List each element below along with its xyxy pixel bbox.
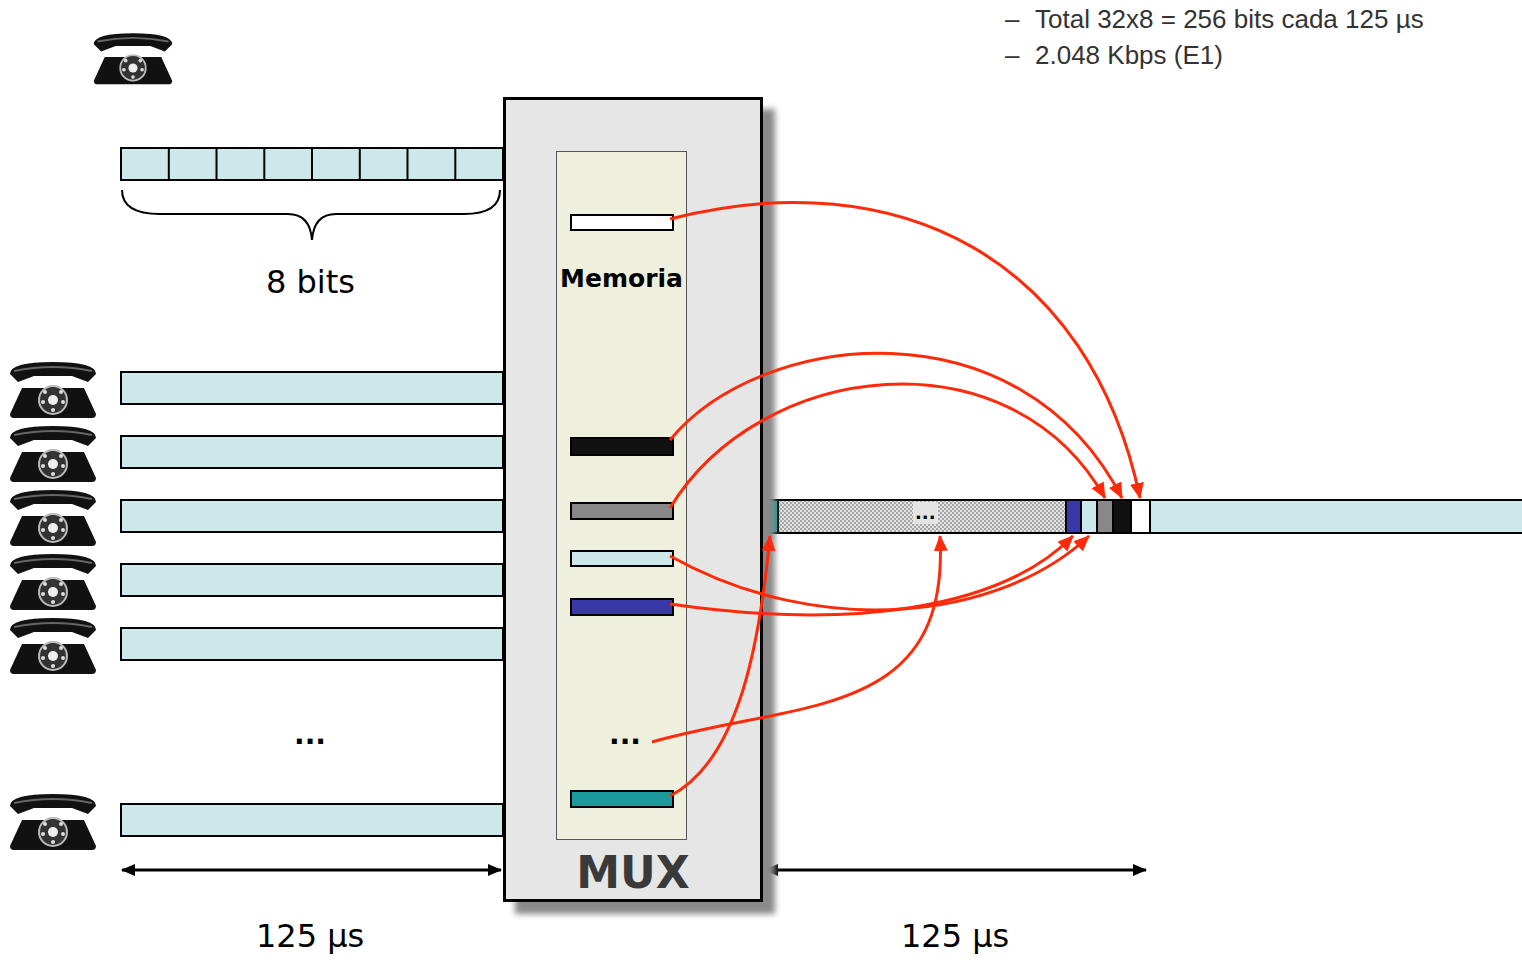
mux-label: MUX — [506, 850, 760, 896]
slot-arrow — [670, 536, 1073, 615]
slot-arrow — [670, 536, 1089, 610]
memory-label: Memoria — [557, 264, 686, 294]
bits-label: 8 bits — [266, 263, 355, 301]
output-line — [763, 500, 1522, 533]
bullet-text: 2.048 Kbps (E1) — [1035, 40, 1223, 71]
input-lines — [121, 148, 503, 836]
mux-box: MUX Memoria — [503, 97, 763, 902]
slot-arrow — [670, 536, 770, 796]
ellipsis: ... — [913, 502, 938, 524]
slot-arrow — [670, 384, 1105, 508]
bullet-dash: – — [1005, 4, 1019, 35]
slot-arrow — [652, 536, 940, 742]
bits-bracket — [122, 190, 500, 240]
time-label: 125 µs — [901, 917, 1009, 955]
slot-arrow — [670, 353, 1122, 498]
time-label: 125 µs — [256, 917, 364, 955]
bullet-text: Total 32x8 = 256 bits cada 125 µs — [1035, 4, 1424, 35]
bullet-dash: – — [1005, 40, 1019, 71]
ellipsis: ... — [609, 718, 641, 752]
ellipsis: ... — [294, 718, 326, 752]
slot-arrow — [670, 202, 1140, 498]
